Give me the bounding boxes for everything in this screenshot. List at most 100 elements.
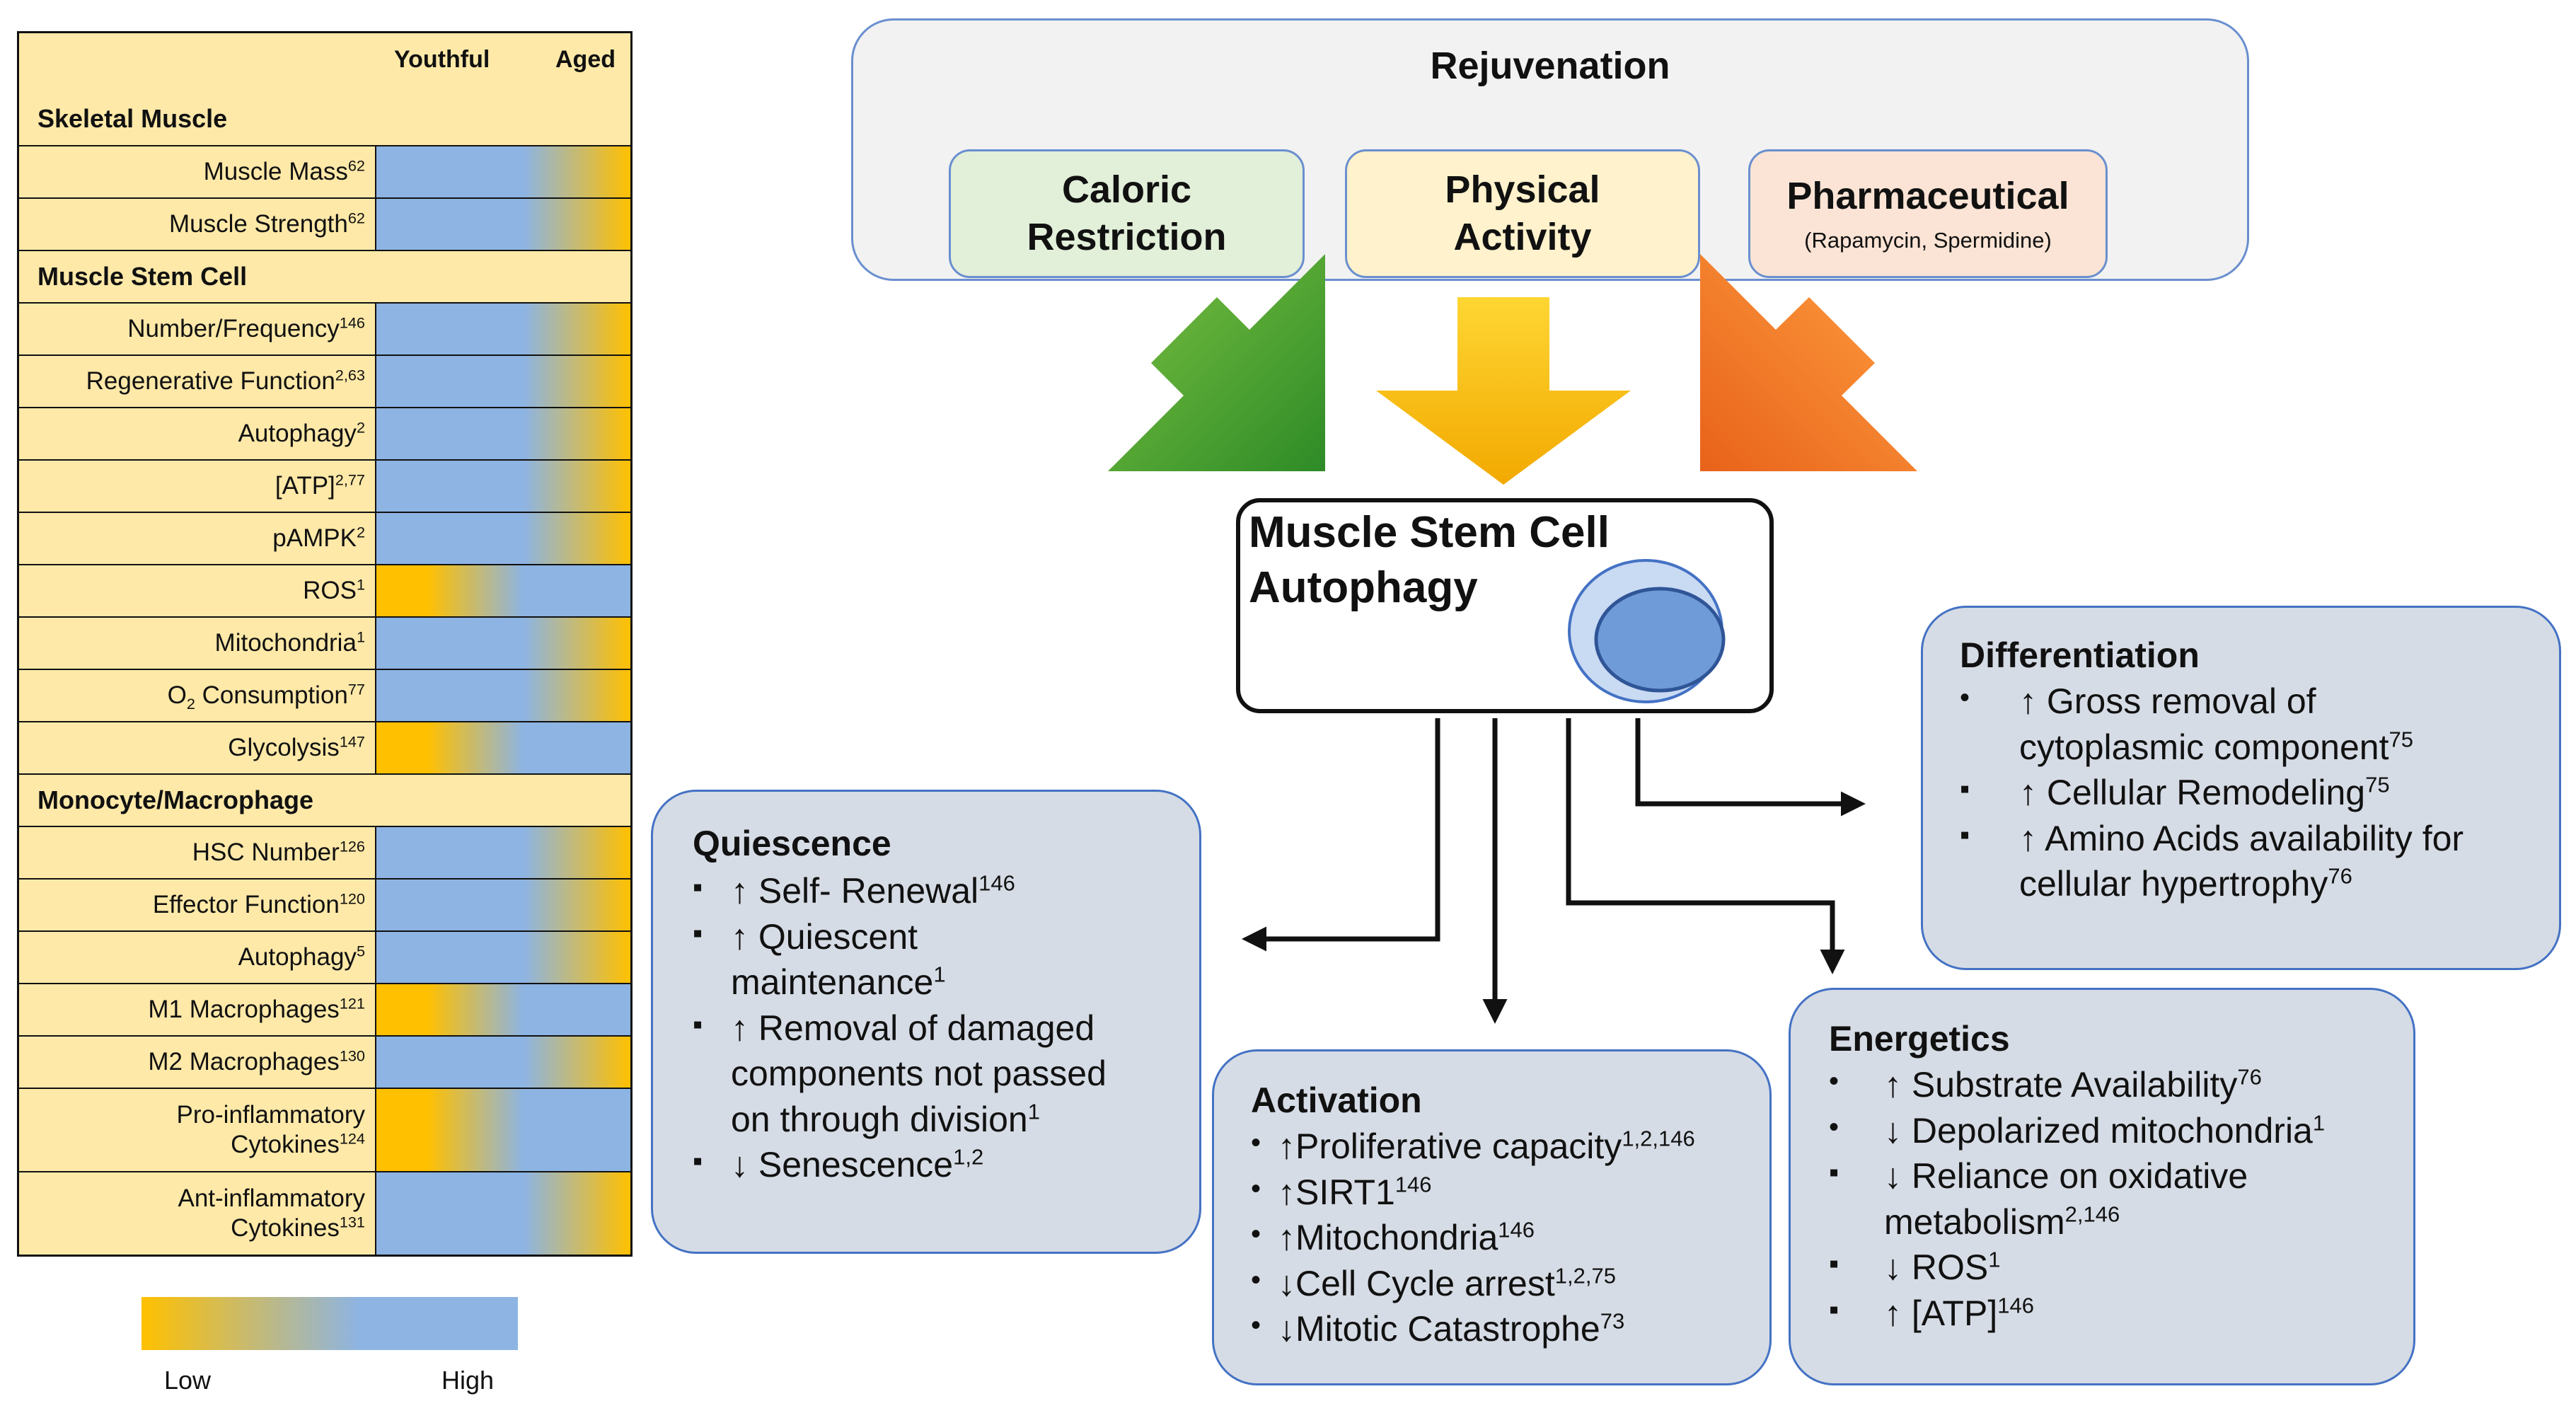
table-section-header: Monocyte/Macrophage [19,773,630,826]
table-row: Effector Function120 [19,878,630,930]
row-label-text: O [167,681,187,709]
row-label-text: Autophagy [238,420,357,447]
arrow-to-quiescence [1242,718,1440,952]
item-text-line: ↑ Cellular Remodeling [2019,773,2366,812]
item-text-line: ↑ Gross removal of [2019,681,2316,721]
energetics-list-item: •↑ Substrate Availability76 [1829,1062,2409,1108]
energetics-list-item: ▪ ↑ [ATP]146 [1829,1291,2409,1337]
item-reference: 75 [2365,772,2390,797]
bullet-icon: • [1251,1127,1261,1158]
row-reference: 77 [347,680,365,698]
row-reference: 124 [339,1129,365,1148]
row-label: Number/Frequency146 [19,304,376,354]
item-text: ↓Cell Cycle arrest [1278,1263,1555,1303]
physical-activity-line1: Physical [1445,168,1600,211]
youthful-column-header: Youthful [394,46,490,73]
row-reference: 146 [339,313,365,332]
bullet-icon: • [1829,1111,1839,1143]
row-reference: 131 [339,1213,365,1231]
trend-gradient-bar [376,356,630,407]
activation-list-item: •↑SIRT1146 [1251,1170,1767,1216]
item-reference: 2,146 [2064,1201,2120,1226]
item-text-line: ↓ Senescence [731,1145,954,1184]
bullet-icon: ▪ [1960,819,1970,851]
table-row: Muscle Mass62 [19,145,630,197]
item-reference: 1 [1988,1247,2001,1272]
bullet-icon: • [1251,1310,1261,1341]
bullet-icon: ▪ [693,1008,703,1040]
row-reference: 1 [356,628,365,646]
trend-gradient-bar [376,618,630,669]
stem-cell-icon [1568,559,1726,703]
item-text-line: metabolism [1884,1201,2065,1242]
item-reference: 146 [1997,1292,2034,1318]
caloric-restriction-line1: Caloric [1061,168,1192,211]
legend-gradient-bar [141,1297,518,1350]
row-label-text: ROS [303,577,357,604]
row-label-text: [ATP] [275,472,335,500]
item-reference: 1,2,146 [1622,1126,1695,1151]
item-reference: 1 [1027,1098,1040,1124]
row-label-text: M1 Macrophages [148,996,340,1023]
item-text: ↑Mitochondria [1278,1218,1498,1257]
table-row: Autophagy2 [19,407,630,459]
row-label-text-rest: Consumption [195,681,348,709]
row-label-text: Muscle Mass [203,158,348,185]
row-reference: 2,77 [335,471,365,489]
row-label: Glycolysis147 [19,722,376,773]
row-label: [ATP]2,77 [19,461,376,512]
row-label: Autophagy2 [19,408,376,459]
core-title-line1: Muscle Stem Cell [1249,508,1610,557]
item-text-line: ↑ [ATP] [1884,1293,1998,1333]
item-reference: 146 [1394,1171,1432,1197]
item-reference: 146 [978,870,1015,896]
bullet-icon: ▪ [1829,1248,1839,1279]
table-header-row: Youthful Aged [19,33,630,93]
physical-activity-line2: Activity [1453,216,1592,258]
activation-list: • ↑Proliferative capacity1,2,146 •↑SIRT114… [1251,1124,1767,1352]
row-label: Mitochondria1 [19,618,376,669]
bullet-icon: ▪ [1960,773,1970,805]
row-label-text: Effector Function [152,891,340,918]
row-reference: 2,63 [335,366,365,384]
row-label: ROS1 [19,565,376,616]
row-label: Autophagy5 [19,932,376,983]
table-section-header: Skeletal Muscle [19,93,630,145]
bullet-icon: ▪ [1829,1293,1839,1325]
row-reference: 2 [356,523,365,541]
row-reference: 147 [339,732,365,751]
energetics-list-item: •↓ Depolarized mitochondria1 [1829,1108,2409,1154]
physical-activity-box: Physical Activity [1345,149,1700,278]
row-label: HSC Number126 [19,827,376,878]
row-label-text: Regenerative Function [86,367,335,395]
row-label-text: pAMPK [272,524,357,552]
row-label: Regenerative Function2,63 [19,356,376,407]
bullet-icon: ▪ [693,1146,703,1177]
trend-gradient-bar [376,932,630,983]
row-reference: 130 [339,1047,365,1065]
item-reference: 1,2,75 [1554,1262,1616,1288]
trend-gradient-bar [376,984,630,1035]
row-reference: 1 [356,575,365,594]
item-reference: 146 [1498,1217,1535,1243]
item-text-line: ↑ Amino Acids availability for [2019,818,2464,858]
energetics-title: Energetics [1829,1019,2010,1059]
table-row: Muscle Strength62 [19,197,630,250]
item-text: ↑Proliferative capacity [1278,1126,1622,1166]
item-reference: 1 [2312,1109,2326,1135]
yellow-block-arrow [1376,297,1631,485]
quiescence-panel: Quiescence ▪↑ Self- Renewal146▪↑ Quiesce… [651,790,1201,1254]
table-row: Mitochondria1 [19,616,630,669]
trend-gradient-bar [376,1089,630,1171]
row-reference: 62 [347,209,365,227]
activation-title: Activation [1251,1080,1422,1120]
activation-list-item: • ↑Proliferative capacity1,2,146 [1251,1124,1767,1170]
quiescence-list-item: ▪↓ Senescence1,2 [693,1142,1188,1188]
activation-list-item: •↓Cell Cycle arrest1,2,75 [1251,1261,1767,1307]
